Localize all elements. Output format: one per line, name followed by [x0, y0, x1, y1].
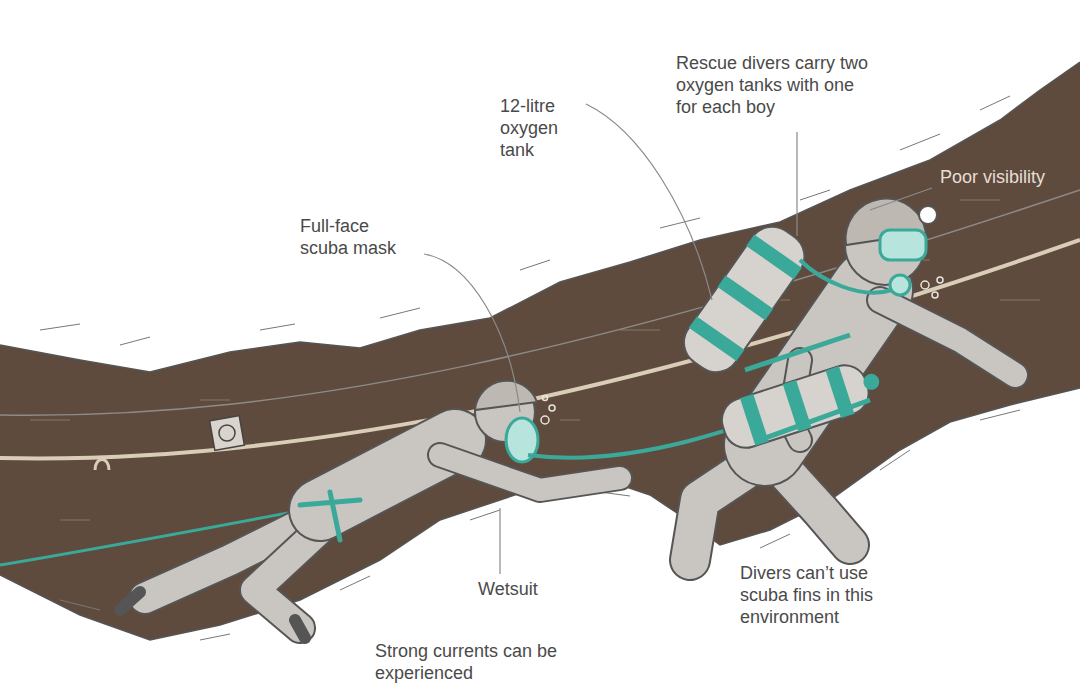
diver-regulator — [890, 275, 910, 295]
boy-bubbles — [541, 396, 555, 425]
cave-passage — [0, 62, 1080, 640]
back-tank — [675, 217, 814, 381]
callout-label: Full-face scuba mask — [300, 215, 415, 259]
rock-hatching — [40, 96, 1020, 640]
callout-label: Wetsuit — [478, 578, 598, 600]
line-clip — [95, 460, 109, 471]
diver-bubbles — [921, 277, 943, 298]
water-streaks — [30, 200, 1040, 520]
headlamp — [919, 206, 937, 224]
diver-mask — [880, 230, 926, 260]
note-label: Divers can’t use scuba fins in this envi… — [740, 562, 920, 628]
callout-label: Poor visibility — [937, 165, 1048, 189]
leader-lines — [424, 104, 932, 574]
harness — [745, 335, 870, 440]
guide-rope — [0, 240, 1080, 458]
boy-helmet — [475, 381, 537, 410]
diver-hose — [800, 260, 892, 293]
boy-figure — [120, 440, 620, 638]
callout-label: Rescue divers carry two oxygen tanks wit… — [676, 52, 876, 118]
upper-line — [0, 190, 1080, 415]
rock-edge — [0, 388, 1080, 640]
line-marker-dial — [219, 425, 235, 441]
note-label: Strong currents can be experienced — [375, 640, 580, 684]
line-marker — [210, 416, 245, 451]
callout-label: 12-litre oxygen tank — [500, 95, 580, 161]
